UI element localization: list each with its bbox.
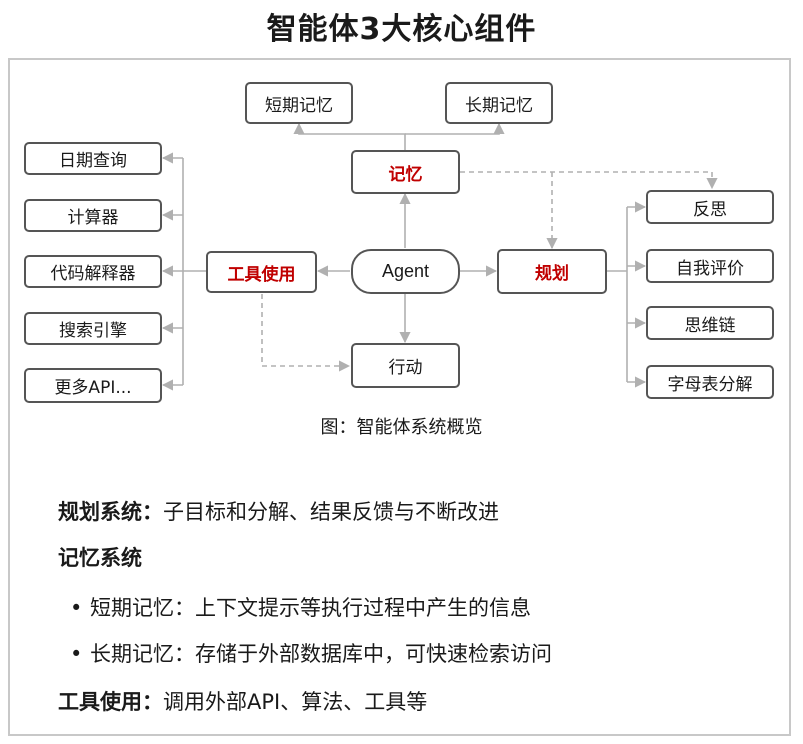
- planning-item-reflection: 反思: [646, 190, 774, 224]
- action-box: 行动: [351, 343, 460, 388]
- long-term-memory-description: • 长期记忆：存储于外部数据库中，可快速检索访问: [70, 638, 552, 668]
- short-term-memory-text: 短期记忆：上下文提示等执行过程中产生的信息: [90, 596, 531, 620]
- tool-use-description-label: 工具使用：: [58, 690, 163, 714]
- planning-description-text: 子目标和分解、结果反馈与不断改进: [163, 500, 499, 524]
- diagram-frame: [8, 58, 791, 736]
- planning-item-self-evaluation: 自我评价: [646, 249, 774, 283]
- planning-item-chain-of-thought: 思维链: [646, 306, 774, 340]
- memory-to-short-term-connector: [293, 122, 406, 150]
- memory-box: 记忆: [351, 150, 460, 194]
- tool-box-date-query: 日期查询: [24, 142, 162, 175]
- memory-to-long-term-connector: [405, 122, 505, 135]
- planning-description: 规划系统：子目标和分解、结果反馈与不断改进: [58, 496, 499, 526]
- memory-description-heading: 记忆系统: [58, 542, 142, 572]
- tool-use-to-tools-trunk: [182, 158, 206, 385]
- tool-use-to-action-dashed: [261, 294, 351, 372]
- tool-use-box: 工具使用: [206, 251, 317, 293]
- tool-box-code-interpreter: 代码解释器: [24, 255, 162, 288]
- long-term-memory-text: 长期记忆：存储于外部数据库中，可快速检索访问: [90, 642, 552, 666]
- bullet-dot: •: [70, 596, 83, 620]
- planning-description-label: 规划系统：: [58, 500, 163, 524]
- long-term-memory-box: 长期记忆: [445, 82, 553, 124]
- memory-description-label: 记忆系统: [58, 546, 142, 570]
- bullet-dot: •: [70, 642, 83, 666]
- tool-use-description: 工具使用：调用外部API、算法、工具等: [58, 686, 427, 716]
- short-term-memory-box: 短期记忆: [245, 82, 353, 124]
- tool-box-more-api: 更多API...: [24, 368, 162, 403]
- diagram-caption: 图：智能体系统概览: [320, 417, 483, 438]
- page-title: 智能体3大核心组件: [266, 12, 537, 47]
- planning-to-items-trunk: [607, 207, 628, 382]
- short-term-memory-description: • 短期记忆：上下文提示等执行过程中产生的信息: [70, 592, 531, 622]
- planning-box: 规划: [497, 249, 607, 294]
- planning-item-alphabet-decomposition: 字母表分解: [646, 365, 774, 399]
- tool-box-calculator: 计算器: [24, 199, 162, 232]
- tool-use-description-text: 调用外部API、算法、工具等: [163, 690, 428, 714]
- tool-box-search-engine: 搜索引擎: [24, 312, 162, 345]
- agent-node: Agent: [351, 249, 460, 294]
- memory-to-reflection-dashed: [460, 171, 718, 190]
